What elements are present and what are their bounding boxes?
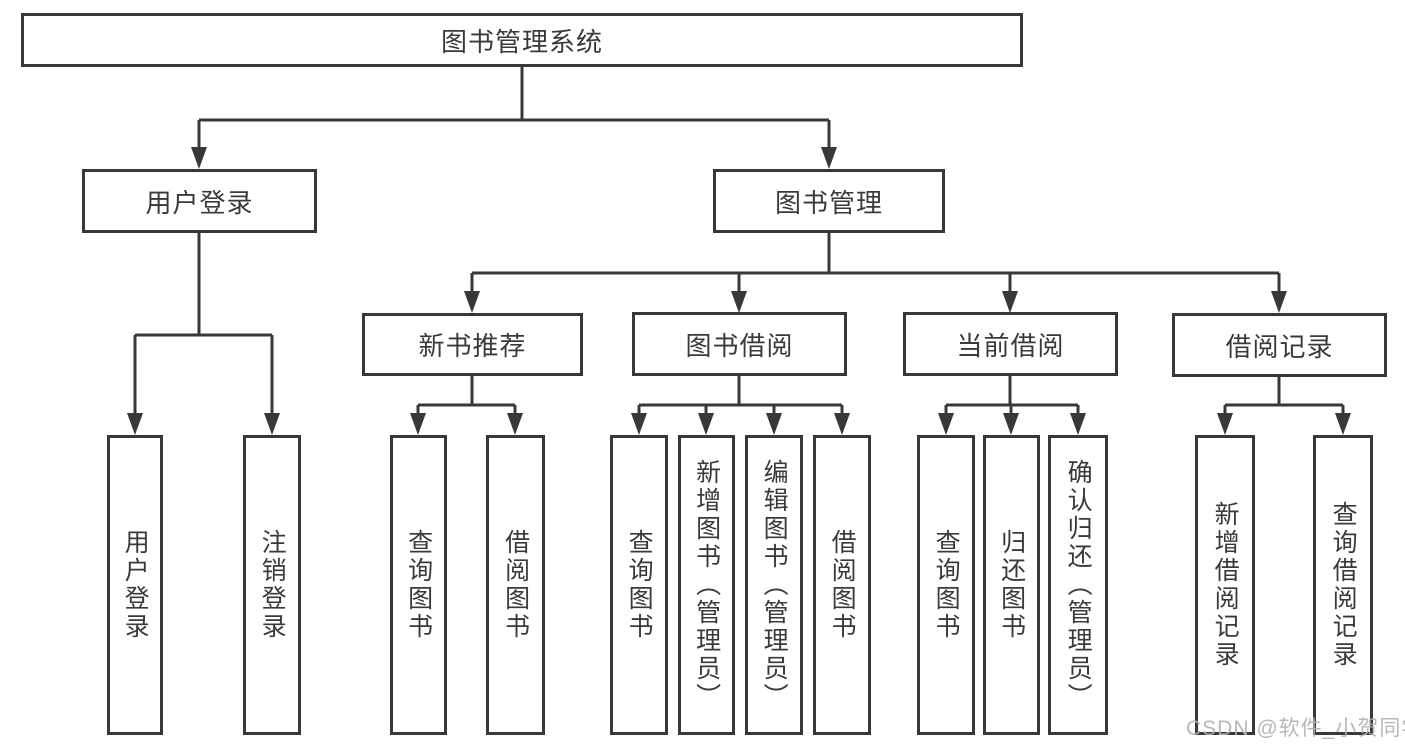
node-label: 图书借阅 [685, 330, 794, 361]
node-leaf-borrow-book-1: 借阅图书 [486, 435, 545, 735]
node-leaf-confirm-return-admin: 确认归还（管理员） [1048, 435, 1108, 735]
node-new-book-recommend: 新书推荐 [362, 313, 583, 376]
node-leaf-add-book-admin: 新增图书（管理员） [678, 435, 735, 735]
node-label: 借阅图书 [828, 529, 857, 641]
node-label: 编辑图书（管理员） [760, 459, 789, 711]
node-label: 当前借阅 [956, 330, 1065, 361]
node-user-login: 用户登录 [82, 169, 317, 233]
node-label: 新书推荐 [418, 331, 527, 361]
node-label: 查询图书 [932, 529, 961, 641]
node-label: 图书管理 [774, 187, 883, 218]
node-label: 归还图书 [997, 529, 1026, 641]
node-leaf-edit-book-admin: 编辑图书（管理员） [745, 435, 803, 735]
node-book-borrow: 图书借阅 [632, 312, 847, 376]
node-label: 查询借阅记录 [1329, 501, 1358, 669]
node-leaf-query-book-1: 查询图书 [390, 435, 447, 735]
node-leaf-user-login: 用户登录 [107, 435, 163, 735]
node-label: 新增借阅记录 [1211, 501, 1240, 669]
node-leaf-borrow-book-2: 借阅图书 [813, 435, 871, 735]
node-leaf-return-book: 归还图书 [983, 435, 1040, 735]
arrowhead-icons [127, 147, 1351, 435]
node-label: 用户登录 [121, 529, 150, 641]
node-leaf-query-borrow-record: 查询借阅记录 [1313, 435, 1373, 735]
node-leaf-add-borrow-record: 新增借阅记录 [1195, 435, 1255, 735]
node-current-borrow: 当前借阅 [903, 312, 1118, 376]
node-label: 查询图书 [625, 529, 654, 641]
node-label: 借阅记录 [1225, 331, 1334, 362]
node-label: 新增图书（管理员） [692, 459, 721, 711]
node-label: 用户登录 [145, 187, 254, 218]
csdn-watermark: CSDN @软件_小贺同学 [1186, 717, 1405, 740]
node-borrow-records: 借阅记录 [1172, 313, 1387, 377]
node-root-system: 图书管理系统 [21, 13, 1023, 67]
node-leaf-logout: 注销登录 [243, 435, 301, 735]
node-book-management: 图书管理 [713, 169, 945, 233]
node-leaf-query-book-2: 查询图书 [610, 435, 668, 735]
node-label: 借阅图书 [501, 529, 530, 641]
node-label: 确认归还（管理员） [1064, 459, 1093, 711]
node-label: 图书管理系统 [440, 26, 603, 57]
node-label: 查询图书 [404, 529, 433, 641]
node-label: 注销登录 [258, 529, 287, 641]
node-leaf-query-book-3: 查询图书 [917, 435, 975, 735]
